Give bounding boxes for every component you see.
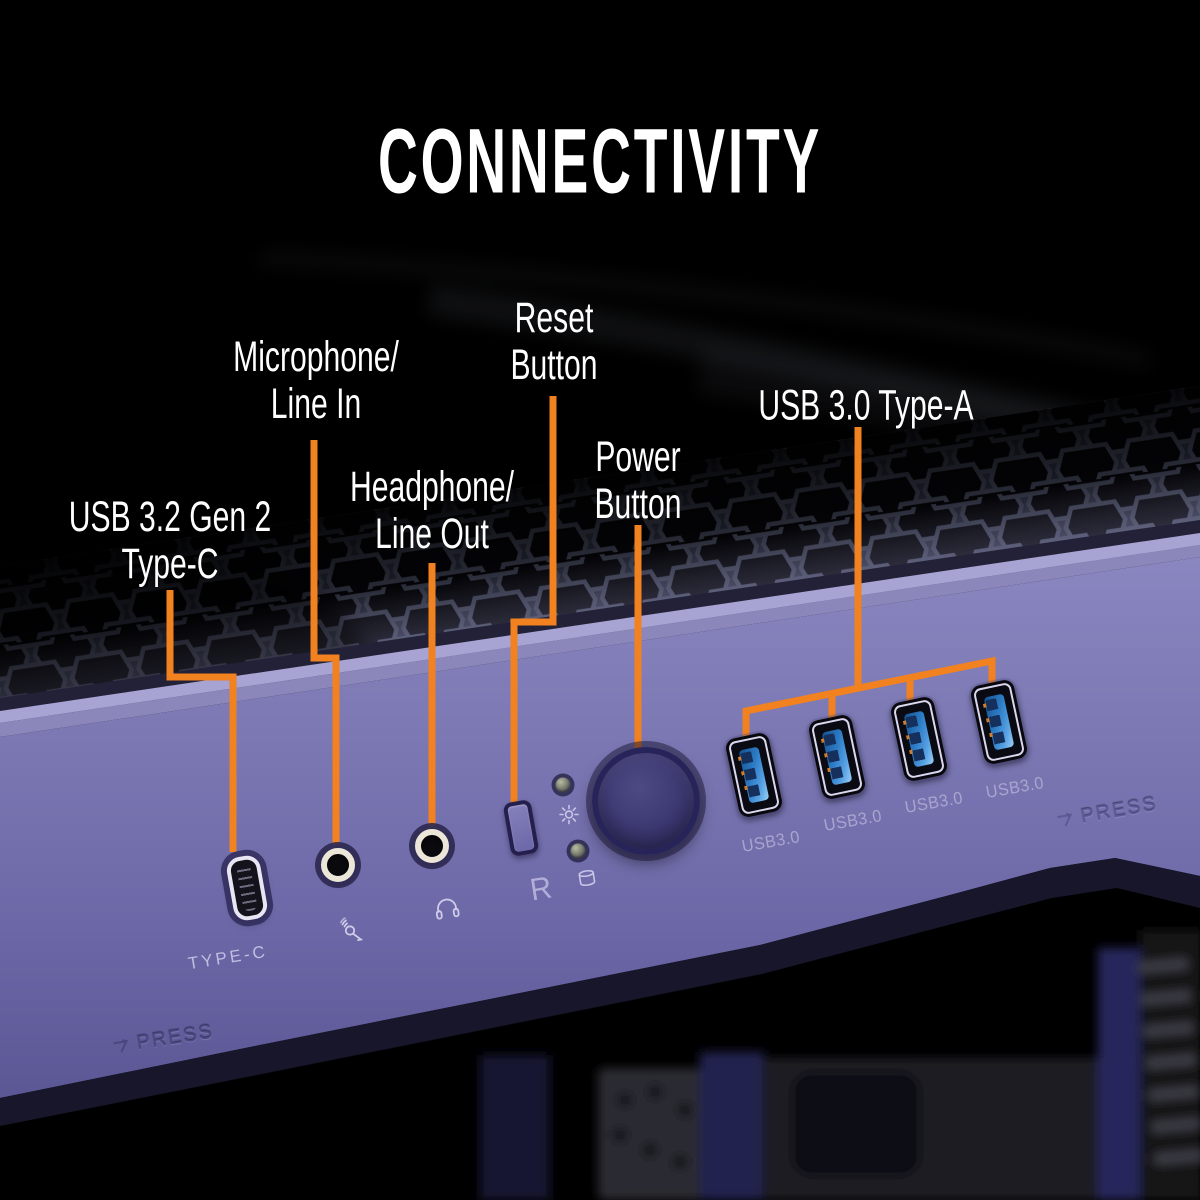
microphone-jack	[321, 848, 355, 882]
press-embossed-marking-right: PRESS	[1054, 793, 1159, 834]
label-usb-type-c: USB 3.2 Gen 2 Type-C	[68, 493, 272, 588]
label-usb-type-a: USB 3.0 Type-A	[758, 381, 974, 430]
label-microphone: Microphone/ Line In	[233, 333, 399, 428]
microphone-icon	[338, 917, 370, 951]
callout-line-microphone	[310, 440, 340, 845]
label-power-button: Power Button	[594, 433, 682, 528]
led-light-icon	[558, 804, 580, 831]
callout-line-usb-a-bar	[742, 656, 996, 739]
front-panel-chamfer	[0, 858, 1200, 1126]
label-reset-button: Reset Button	[510, 294, 598, 389]
callout-line-reset	[510, 396, 557, 802]
hdd-activity-icon	[577, 868, 597, 895]
led-indicator-light	[555, 777, 571, 793]
press-arrow-icon	[113, 1039, 129, 1053]
power-button	[592, 747, 700, 855]
press-embossed-marking-left: PRESS	[110, 1021, 215, 1060]
headphone-icon	[433, 896, 461, 927]
panel-rim	[0, 520, 1200, 737]
glass-interior	[480, 930, 1200, 1200]
page-title: CONNECTIVITY	[377, 110, 823, 213]
callout-line-usb-c	[166, 590, 237, 852]
press-arrow-icon	[1057, 812, 1073, 827]
label-headphone: Headphone/ Line Out	[349, 463, 515, 558]
led-indicator-hdd	[570, 843, 586, 859]
headphone-jack	[415, 829, 449, 863]
